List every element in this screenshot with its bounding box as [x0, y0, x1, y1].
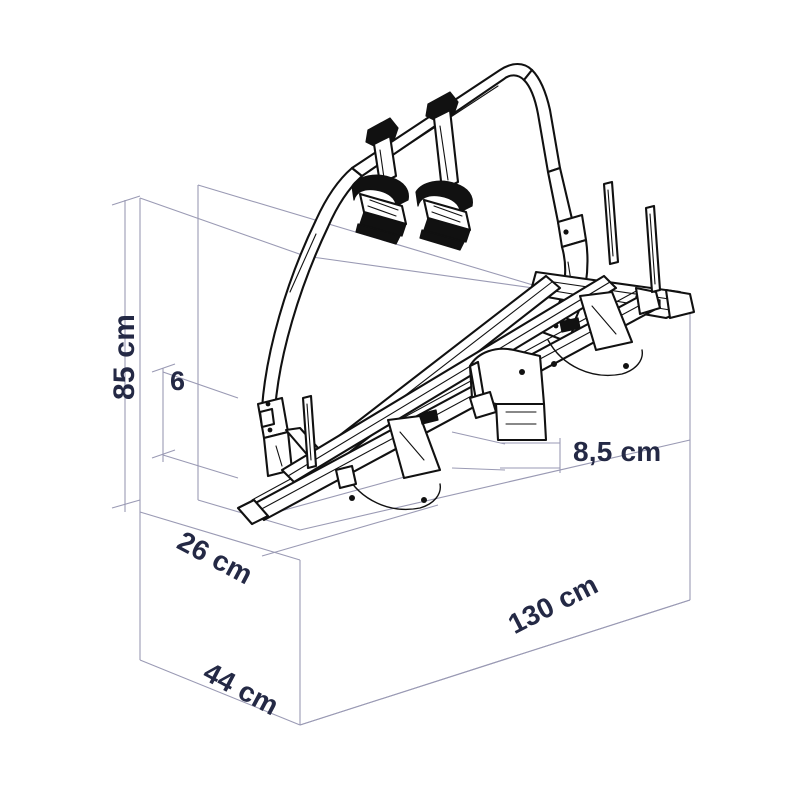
mounting-bracket — [468, 347, 548, 442]
retaining-post — [644, 204, 662, 294]
retaining-post — [301, 394, 318, 470]
bike-holder-arm — [415, 91, 473, 251]
dimension-label-height-total: 85 cm — [108, 313, 141, 400]
dimension-label-depth-bracket: 8,5 cm — [573, 436, 662, 467]
rail-hardware — [334, 317, 581, 490]
dimension-label-height-offset: 6 — [170, 366, 186, 396]
wheel-tray — [345, 414, 442, 510]
wheel-tray — [547, 290, 643, 376]
wheel-rail-center — [280, 274, 618, 484]
wheel-rail — [236, 286, 662, 526]
bike-holder-arm — [351, 117, 409, 245]
isometric-bounding-box — [111, 184, 691, 726]
frame-clamp — [415, 180, 473, 251]
retaining-post — [602, 180, 620, 266]
frame-clamp — [351, 174, 409, 245]
